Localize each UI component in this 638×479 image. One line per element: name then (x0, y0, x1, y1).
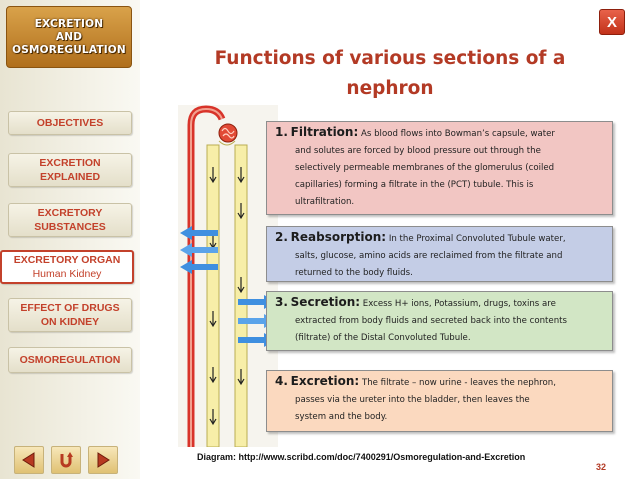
nav-excretory-substances[interactable]: EXCRETORY SUBSTANCES (8, 203, 132, 237)
box-number: 2. (275, 230, 288, 244)
blood-vessel-highlight (190, 107, 223, 447)
nav-label: EFFECT OF DRUGS (20, 302, 120, 314)
nav-label: EXCRETORY ORGAN (13, 254, 121, 266)
logo-line-1: EXCRETION (34, 17, 104, 30)
nephron-diagram (178, 105, 278, 447)
bowman-capsule (218, 140, 236, 146)
box-line: ultrafiltration. (295, 197, 355, 207)
nav-label: OBJECTIVES (36, 117, 104, 129)
prev-button[interactable] (14, 446, 44, 474)
nav-label: EXCRETION (39, 157, 101, 169)
nav-sublabel: SUBSTANCES (34, 221, 106, 233)
nav-objectives[interactable]: OBJECTIVES (8, 111, 132, 135)
title-line-1: Functions of various sections of a (214, 48, 566, 69)
box-number: 4. (275, 374, 288, 388)
box-line: selectively permeable membranes of the g… (295, 163, 555, 173)
reabsorption-arrows (180, 226, 218, 274)
nav-sublabel: Human Kidney (32, 268, 102, 280)
box-line: In the Proximal Convoluted Tubule water, (388, 234, 566, 244)
box-line: salts, glucose, amino acids are reclaime… (295, 251, 563, 261)
prev-arrow-icon (22, 452, 35, 468)
nav-label: EXCRETORY (37, 207, 103, 219)
box-line: capillaries) forming a filtrate in the (… (295, 180, 534, 190)
close-button[interactable]: X (599, 9, 625, 35)
glomerulus-icon (218, 123, 238, 143)
nav-excretion-explained[interactable]: EXCRETION EXPLAINED (8, 153, 132, 187)
box-line: Excess H+ ions, Potassium, drugs, toxins… (362, 299, 556, 309)
nav-sublabel: EXPLAINED (39, 171, 101, 183)
nav-effect-of-drugs[interactable]: EFFECT OF DRUGS ON KIDNEY (8, 298, 132, 332)
nav-osmoregulation[interactable]: OSMOREGULATION (8, 347, 132, 373)
sidebar: EXCRETION AND OSMOREGULATION OBJECTIVES … (0, 0, 140, 479)
next-button[interactable] (88, 446, 118, 474)
logo: EXCRETION AND OSMOREGULATION (6, 6, 132, 68)
nav-excretory-organ[interactable]: EXCRETORY ORGAN Human Kidney (0, 250, 134, 284)
box-line: extracted from body fluids and secreted … (295, 316, 568, 326)
box-number: 3. (275, 295, 288, 309)
box-number: 1. (275, 125, 288, 139)
logo-line-3: OSMOREGULATION (12, 43, 126, 56)
title-line-2: nephron (346, 78, 434, 99)
box-line: system and the body. (295, 412, 388, 422)
box-line: As blood flows into Bowman’s capsule, wa… (361, 129, 555, 139)
box-line: (filtrate) of the Distal Convoluted Tubu… (295, 333, 471, 343)
diagram-caption: Diagram: http://www.scribd.com/doc/74002… (197, 452, 526, 462)
box-line: and solutes are forced by blood pressure… (295, 146, 541, 156)
excretion-box: 4. Excretion: The filtrate – now urine -… (266, 370, 613, 432)
page-number: 32 (596, 462, 607, 472)
capillary-coil (221, 127, 235, 139)
return-icon (60, 452, 73, 468)
logo-line-2: AND (55, 30, 83, 43)
close-label: X (606, 13, 617, 31)
box-heading: Reabsorption (290, 230, 382, 244)
secretion-box: 3. Secretion: Excess H+ ions, Potassium,… (266, 291, 613, 351)
box-line: returned to the body fluids. (295, 268, 413, 278)
tubule-right (234, 144, 248, 447)
filtration-box: 1. Filtration: As blood flows into Bowma… (266, 121, 613, 215)
box-line: passes via the ureter into the bladder, … (295, 395, 530, 405)
box-heading: Excretion (290, 374, 355, 388)
return-button[interactable] (51, 446, 81, 474)
page-title: Functions of various sections of a nephr… (190, 44, 590, 104)
tubule-left (206, 144, 220, 447)
box-heading: Secretion (290, 295, 356, 309)
reabsorption-box: 2. Reabsorption: In the Proximal Convolu… (266, 226, 613, 282)
next-arrow-icon (97, 452, 110, 468)
box-heading: Filtration (290, 125, 354, 139)
diagram-background (178, 105, 278, 447)
box-line: The filtrate – now urine - leaves the ne… (361, 378, 556, 388)
nav-label: OSMOREGULATION (19, 354, 121, 366)
nav-sublabel: ON KIDNEY (40, 316, 100, 328)
